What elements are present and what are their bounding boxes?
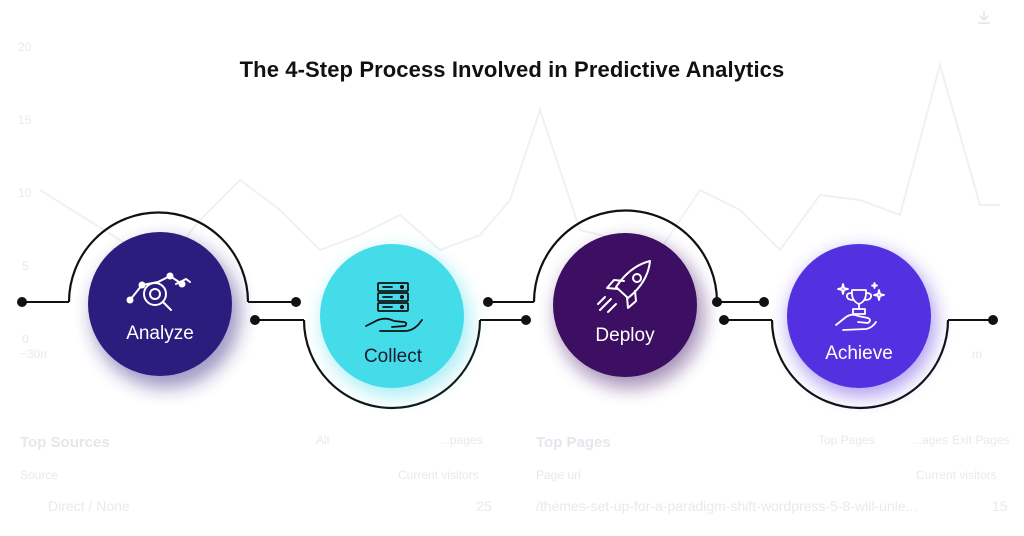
- step-label-deploy: Deploy: [595, 325, 655, 346]
- ring-arc-collect: [302, 319, 482, 410]
- outer-rings: [67, 209, 950, 410]
- analytics-magnifier-icon: [126, 272, 191, 311]
- step-label-analyze: Analyze: [126, 323, 194, 344]
- connector-dot: [759, 297, 769, 307]
- connector-dot: [521, 315, 531, 325]
- step-label-achieve: Achieve: [825, 343, 893, 364]
- ring-arc-achieve: [770, 319, 950, 410]
- connector-dot: [483, 297, 493, 307]
- connector-dot: [988, 315, 998, 325]
- connector-dot: [17, 297, 27, 307]
- trophy-hand-icon: [835, 282, 885, 331]
- server-hand-icon: [365, 282, 423, 332]
- ring-arc-deploy: [532, 209, 719, 303]
- rocket-icon: [597, 260, 651, 313]
- connector-dot: [719, 315, 729, 325]
- diagram-title: The 4-Step Process Involved in Predictiv…: [239, 57, 785, 82]
- connector-dot: [291, 297, 301, 307]
- ring-arc-analyze: [67, 211, 250, 303]
- connector-lines: [22, 301, 993, 321]
- step-circle-deploy: [553, 233, 697, 377]
- step-label-collect: Collect: [363, 346, 423, 367]
- step-circle-collect: [320, 244, 464, 388]
- connector-dot: [250, 315, 260, 325]
